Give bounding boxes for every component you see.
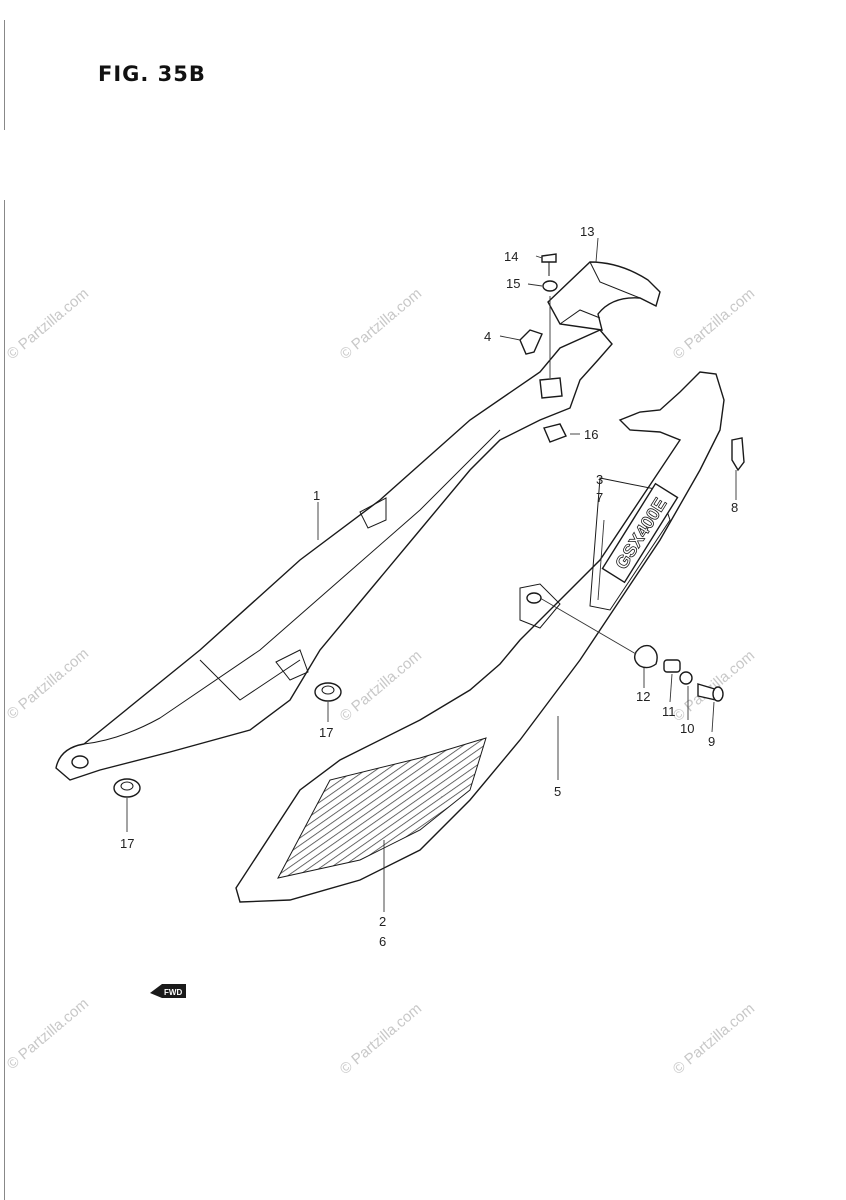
callout-2: 2	[379, 914, 386, 929]
callout-17-upper: 17	[319, 725, 333, 740]
part-12-grommet	[633, 644, 658, 669]
part-17-grommet-lower	[113, 778, 141, 798]
part-15-nut	[542, 280, 558, 292]
part-13-tail-cover	[547, 261, 661, 331]
part-11-collar	[663, 659, 681, 673]
callout-14: 14	[504, 249, 518, 264]
part-10-washer	[679, 671, 693, 685]
leader-lines	[126, 237, 737, 912]
part-8-plate	[731, 437, 745, 472]
callout-7: 7	[596, 490, 603, 505]
part-1-frame-cover	[55, 329, 613, 781]
callout-3: 3	[596, 472, 603, 487]
callout-12: 12	[636, 689, 650, 704]
watermark-layer: © Partzilla.com © Partzilla.com © Partzi…	[4, 285, 758, 1078]
callout-17-lower: 17	[120, 836, 134, 851]
watermark-text: © Partzilla.com	[670, 1000, 758, 1078]
callout-16: 16	[584, 427, 598, 442]
margin-rule-top	[4, 20, 5, 130]
watermark-text: © Partzilla.com	[4, 645, 92, 723]
callout-8: 8	[731, 500, 738, 515]
watermark-text: © Partzilla.com	[337, 285, 425, 363]
watermark-text: © Partzilla.com	[337, 1000, 425, 1078]
figure-title: FIG. 35B	[98, 62, 206, 86]
callout-13: 13	[580, 224, 594, 239]
callout-6: 6	[379, 934, 386, 949]
callout-15: 15	[506, 276, 520, 291]
callout-4: 4	[484, 329, 491, 344]
callout-10: 10	[680, 721, 694, 736]
callout-labels: 13 14 15 4 16 3 7 8 1 12 11 10 9 17 5 17…	[120, 224, 738, 949]
callout-5: 5	[554, 784, 561, 799]
callout-11: 11	[662, 704, 676, 719]
part-17-grommet-upper	[314, 682, 342, 702]
callout-1: 1	[313, 488, 320, 503]
part-9-bolt	[697, 683, 724, 702]
margin-rule-bottom	[4, 200, 5, 1200]
callout-9: 9	[708, 734, 715, 749]
watermark-text: © Partzilla.com	[337, 647, 425, 725]
part-4-clip	[519, 329, 543, 355]
mounting-bracket	[539, 377, 563, 399]
part-16-clip	[543, 423, 567, 443]
forward-direction-arrow: FWD	[150, 984, 186, 998]
part-14-screw	[541, 253, 557, 276]
watermark-text: © Partzilla.com	[670, 647, 758, 725]
part-5-side-cover	[235, 371, 725, 903]
watermark-text: © Partzilla.com	[4, 285, 92, 363]
watermark-text: © Partzilla.com	[4, 995, 92, 1073]
watermark-text: © Partzilla.com	[670, 285, 758, 363]
fwd-label: FWD	[164, 988, 182, 997]
